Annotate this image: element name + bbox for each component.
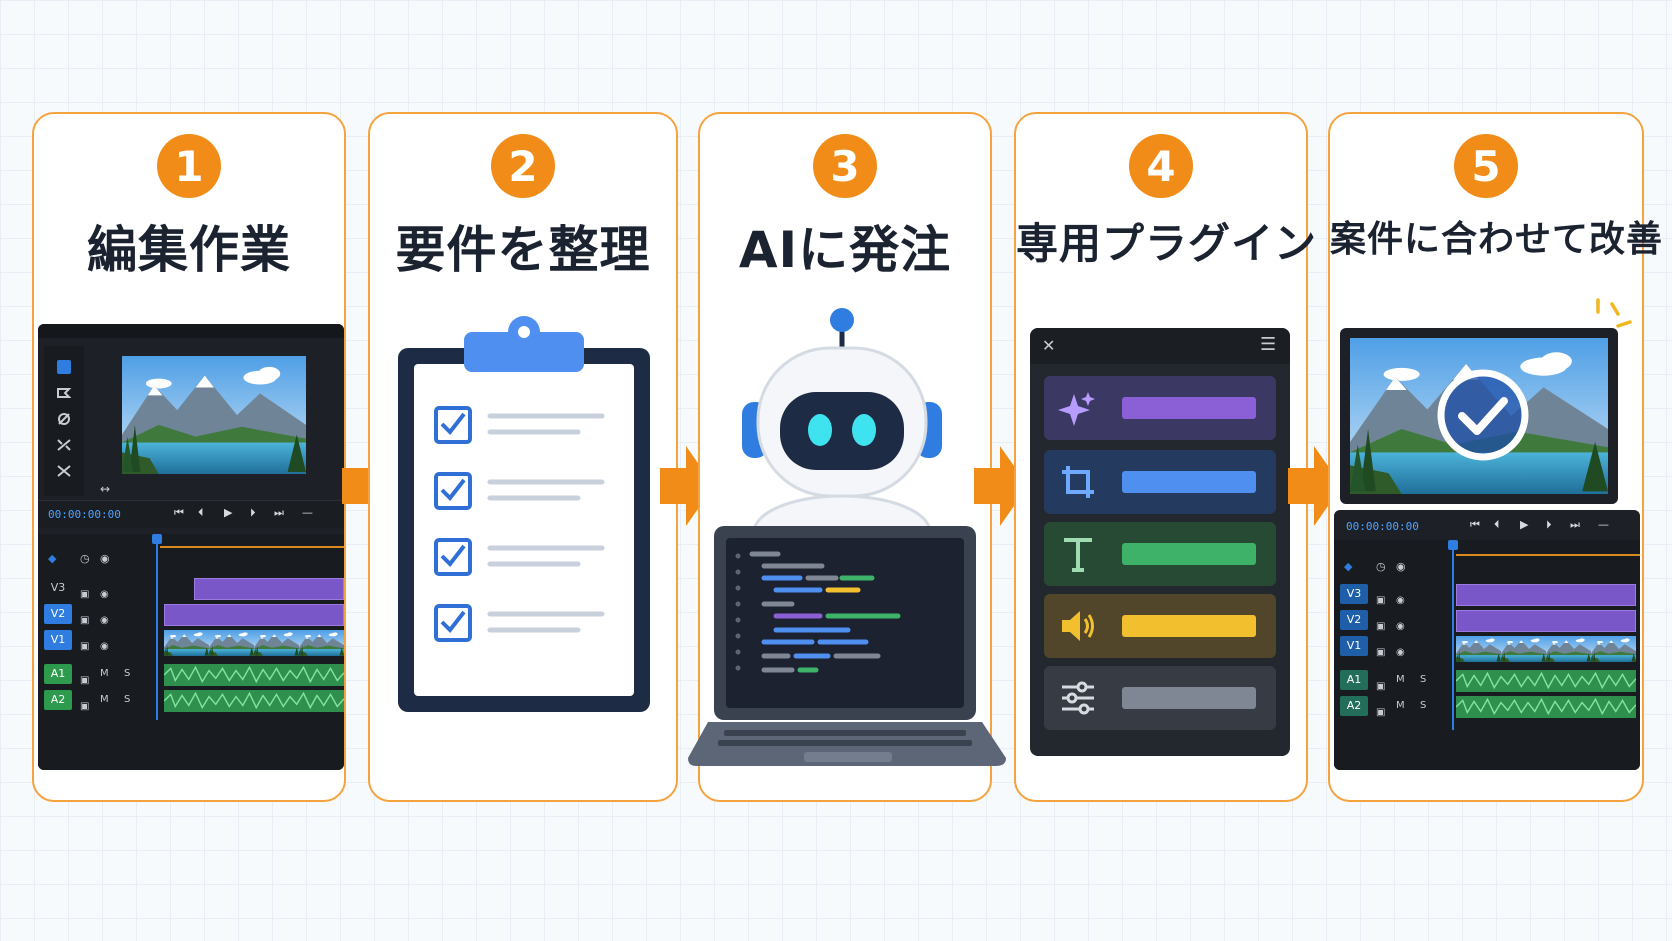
solo-toggle[interactable]: S bbox=[1420, 674, 1427, 685]
more-icon[interactable]: — bbox=[302, 506, 313, 519]
step-back-icon[interactable]: ⏴ bbox=[198, 506, 204, 519]
step-forward-icon[interactable]: ⏵ bbox=[1546, 518, 1552, 531]
select-tool-icon[interactable] bbox=[57, 360, 71, 374]
step-number-badge: 4 bbox=[1129, 134, 1193, 198]
go-to-end-icon[interactable]: ⏭ bbox=[274, 506, 284, 519]
track-header-a1[interactable]: A1 bbox=[1340, 670, 1368, 690]
step-number-badge: 5 bbox=[1454, 134, 1518, 198]
go-to-start-icon[interactable]: ⏮ bbox=[174, 506, 184, 519]
ai-robot-icon bbox=[742, 308, 942, 546]
mute-toggle[interactable]: M bbox=[1396, 700, 1405, 711]
clip-v3[interactable] bbox=[1456, 584, 1636, 606]
solo-toggle[interactable]: S bbox=[124, 668, 131, 679]
playhead[interactable] bbox=[156, 534, 158, 720]
plugin-row-text[interactable] bbox=[1044, 522, 1276, 586]
menu-icon[interactable]: ☰ bbox=[1260, 334, 1277, 355]
step-title: 編集作業 bbox=[87, 221, 291, 279]
step-title: AIに発注 bbox=[738, 221, 952, 279]
step-title: 専用プラグイン bbox=[1016, 219, 1318, 268]
plugin-row-ai-effect[interactable] bbox=[1044, 376, 1276, 440]
track-header-v3[interactable]: V3 bbox=[50, 581, 66, 594]
play-icon[interactable]: ▶ bbox=[1520, 518, 1529, 531]
clip-v3[interactable] bbox=[194, 578, 344, 600]
timeline-panel: ◆ ◷ ◉ V3 V2 V1 A1 A2 ▣▣▣ ◉◉◉ ▣▣ M S M S bbox=[38, 534, 344, 770]
go-to-end-icon[interactable]: ⏭ bbox=[1570, 518, 1580, 531]
text-icon bbox=[1064, 538, 1092, 572]
go-to-start-icon[interactable]: ⏮ bbox=[1470, 518, 1480, 531]
transport-controls: ⏮ ⏴ ▶ ⏵ ⏭ — bbox=[174, 506, 334, 522]
step-back-icon[interactable]: ⏴ bbox=[1494, 518, 1500, 531]
step-card-5: 5 案件に合わせて改善 00:00:00:00 ⏮ ⏴ ▶ ⏵ ⏭ — ◆ ◷ bbox=[1328, 112, 1664, 802]
plugin-row-adjust[interactable] bbox=[1044, 666, 1276, 730]
razor-tool-icon[interactable] bbox=[56, 438, 72, 452]
timecode: 00:00:00:00 bbox=[48, 508, 121, 521]
program-monitor-preview bbox=[122, 356, 306, 474]
more-icon[interactable]: — bbox=[1598, 518, 1609, 531]
snap-icon[interactable]: ◆ bbox=[48, 552, 57, 565]
step-number-badge: 3 bbox=[813, 134, 877, 198]
flow-arrow-4 bbox=[1288, 446, 1342, 526]
step-number-badge: 2 bbox=[491, 134, 555, 198]
track-header-v2[interactable]: V2 bbox=[44, 604, 72, 624]
step-number-badge: 1 bbox=[157, 134, 221, 198]
plugin-panel: ✕ ☰ bbox=[1030, 328, 1290, 756]
improved-editor-mockup: 00:00:00:00 ⏮ ⏴ ▶ ⏵ ⏭ — ◆ ◷ ◉ V3 V2 V1 A… bbox=[1334, 510, 1640, 770]
audio-clip-a1[interactable] bbox=[164, 664, 344, 686]
preview-monitor bbox=[1340, 328, 1618, 504]
mute-toggle[interactable]: M bbox=[100, 668, 109, 679]
close-icon[interactable]: ✕ bbox=[1042, 336, 1056, 355]
check-circle-icon bbox=[1437, 369, 1529, 461]
tool-panel bbox=[44, 346, 84, 496]
solo-toggle[interactable]: S bbox=[1420, 700, 1427, 711]
mute-toggle[interactable]: M bbox=[100, 694, 109, 705]
sparkle-lines-icon bbox=[1596, 298, 1632, 328]
track-select-tool-icon[interactable] bbox=[56, 386, 72, 400]
fit-icon[interactable]: ↔ bbox=[100, 482, 111, 496]
step-card-4: 4 専用プラグイン ✕ ☰ bbox=[1014, 112, 1318, 802]
track-header-v1[interactable]: V1 bbox=[44, 630, 72, 650]
close-tool-icon[interactable] bbox=[56, 464, 72, 478]
snap-icon[interactable]: ◆ bbox=[1344, 560, 1353, 573]
audio-clip-a1[interactable] bbox=[1456, 670, 1636, 692]
sparkle-icon bbox=[1058, 392, 1095, 426]
sliders-icon bbox=[1062, 681, 1094, 715]
video-editor-mockup: ↔ 00:00:00:00 ⏮ ⏴ ▶ ⏵ ⏭ — ◆ ◷ ◉ V3 V2 V1… bbox=[38, 324, 344, 770]
audio-clip-a2[interactable] bbox=[1456, 696, 1636, 718]
plugin-row-audio[interactable] bbox=[1044, 594, 1276, 658]
step-forward-icon[interactable]: ⏵ bbox=[250, 506, 256, 519]
track-header-a2[interactable]: A2 bbox=[44, 690, 72, 710]
step-card-2: 2 要件を整理 bbox=[368, 112, 678, 802]
plugin-row-crop[interactable] bbox=[1044, 450, 1276, 514]
clip-v1[interactable] bbox=[164, 630, 344, 656]
track-header-v2[interactable]: V2 bbox=[1340, 610, 1368, 630]
track-header-a1[interactable]: A1 bbox=[44, 664, 72, 684]
clip-v2[interactable] bbox=[164, 604, 344, 626]
timeline-panel: ◆ ◷ ◉ V3 V2 V1 A1 A2 ▣▣▣ ◉◉◉ ▣▣ M S M S bbox=[1334, 540, 1640, 770]
clip-v1[interactable] bbox=[1456, 636, 1636, 662]
track-header-a2[interactable]: A2 bbox=[1340, 696, 1368, 716]
clip-v2[interactable] bbox=[1456, 610, 1636, 632]
track-header-v1[interactable]: V1 bbox=[1340, 636, 1368, 656]
speaker-icon bbox=[1062, 611, 1094, 641]
timecode: 00:00:00:00 bbox=[1346, 520, 1419, 533]
step-card-3: 3 AIに発注 bbox=[688, 112, 1006, 802]
audio-clip-a2[interactable] bbox=[164, 690, 344, 712]
ripple-tool-icon[interactable] bbox=[56, 412, 72, 426]
transport-controls: ⏮ ⏴ ▶ ⏵ ⏭ — bbox=[1470, 518, 1630, 534]
laptop-icon bbox=[688, 526, 1006, 766]
track-header-v3[interactable]: V3 bbox=[1340, 584, 1368, 604]
playhead[interactable] bbox=[1452, 540, 1454, 730]
step-title: 案件に合わせて改善 bbox=[1330, 219, 1664, 260]
crop-icon bbox=[1062, 466, 1094, 498]
solo-toggle[interactable]: S bbox=[124, 694, 131, 705]
flow-arrow-2 bbox=[660, 446, 714, 526]
play-icon[interactable]: ▶ bbox=[224, 506, 233, 519]
clipboard-checklist-icon bbox=[398, 316, 650, 712]
step-title: 要件を整理 bbox=[395, 221, 651, 279]
mute-toggle[interactable]: M bbox=[1396, 674, 1405, 685]
flow-arrow-3 bbox=[974, 446, 1028, 526]
step-card-1: 1 編集作業 ↔ 00:00:00:00 ⏮ ⏴ ▶ ⏵ ⏭ — bbox=[32, 112, 346, 802]
